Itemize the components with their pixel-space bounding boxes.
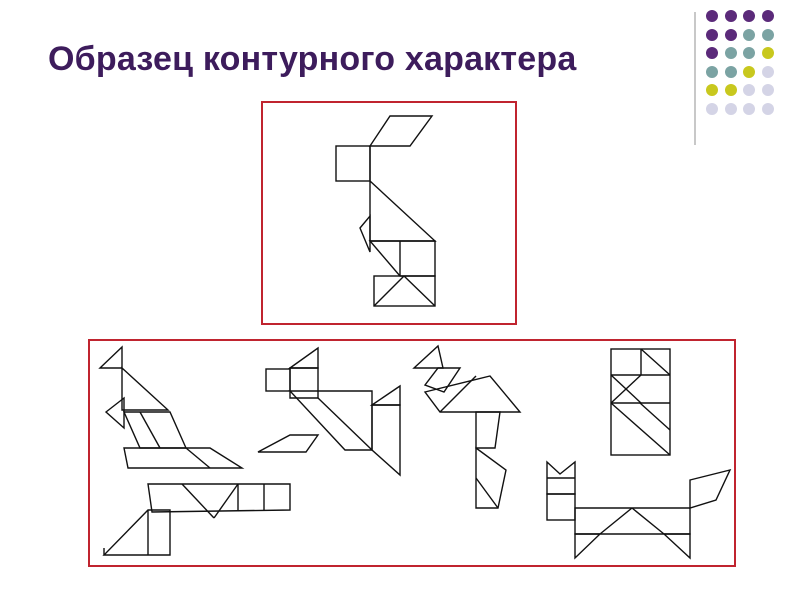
task-figure-bird [412, 344, 522, 509]
decorative-dot [706, 102, 718, 115]
decorative-dot [761, 47, 774, 59]
tasks-frame [88, 339, 736, 567]
decorative-dot [743, 65, 755, 78]
decorative-dot [724, 47, 737, 59]
decorative-dot [724, 65, 737, 78]
decorative-dot [706, 47, 718, 59]
sample-frame [261, 101, 517, 325]
decorative-dot [761, 84, 774, 96]
decorative-dot [743, 47, 755, 59]
slide-title: Образец контурного характера [48, 40, 577, 78]
decorative-dot [761, 10, 774, 22]
decorative-dot [724, 10, 737, 22]
task-figure-boat [102, 483, 291, 556]
decorative-dot [743, 102, 755, 115]
decorative-dot [743, 28, 755, 41]
decorative-dot [706, 84, 718, 96]
vertical-divider [694, 12, 696, 145]
decorative-dot-grid [706, 10, 778, 130]
decorative-dot [743, 10, 755, 22]
decorative-dot [724, 102, 737, 115]
decorative-dot [706, 28, 718, 41]
decorative-dot [724, 84, 737, 96]
task-figure-dog [257, 346, 401, 477]
decorative-dot [761, 28, 774, 41]
task-figure-rectangle [610, 348, 671, 456]
sample-rabbit-figure [335, 115, 437, 307]
decorative-dot [761, 102, 774, 115]
decorative-dot [706, 10, 718, 22]
decorative-dot [724, 28, 737, 41]
decorative-dot [743, 84, 755, 96]
decorative-dot [706, 65, 718, 78]
task-figure-running [98, 345, 245, 469]
task-figure-cat [546, 460, 732, 560]
decorative-dot [761, 65, 774, 78]
